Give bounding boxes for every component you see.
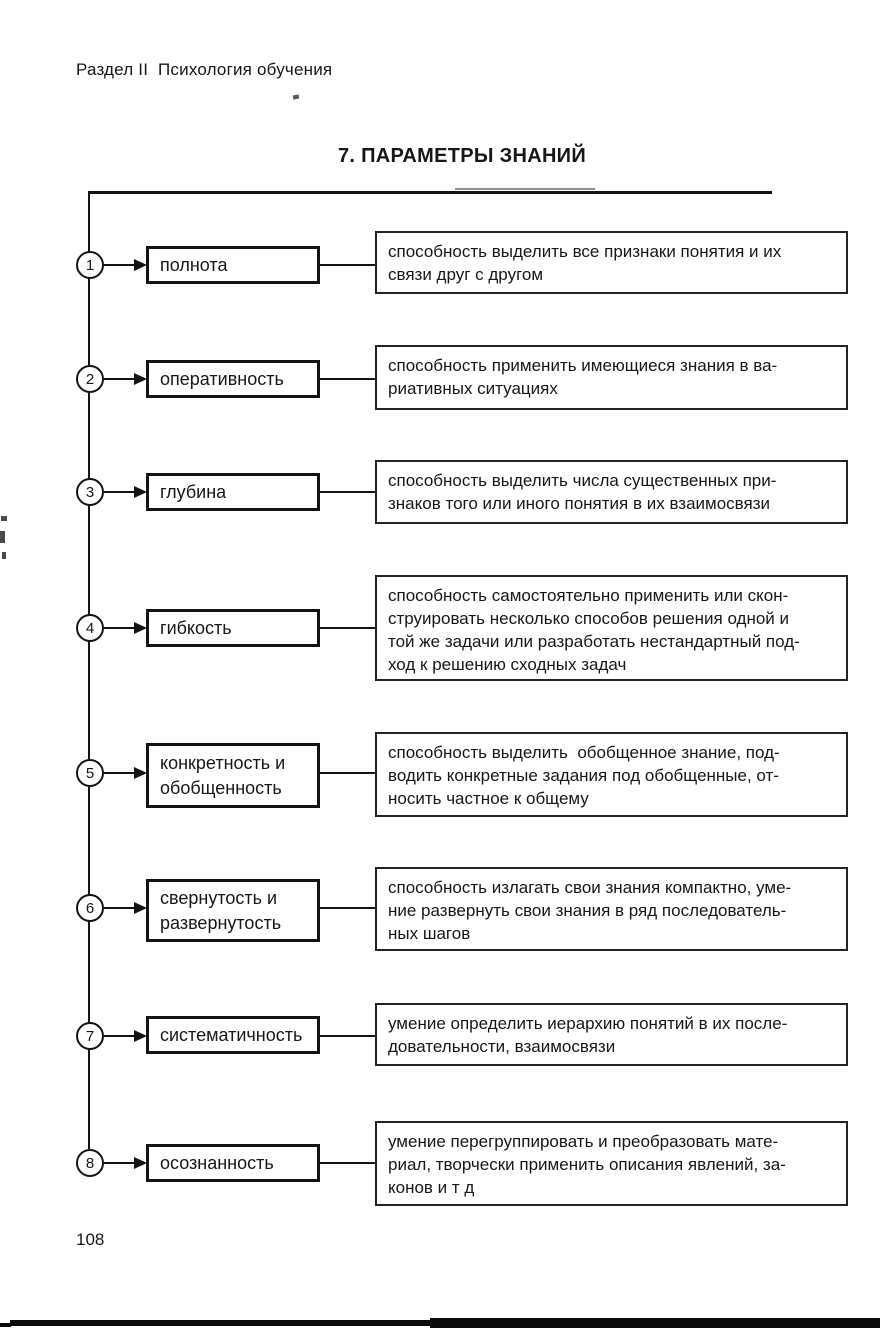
arrow-line [104, 627, 140, 629]
connector-line [320, 627, 375, 629]
arrowhead-icon [134, 1157, 147, 1169]
parameter-label-box: гибкость [146, 609, 320, 647]
parameter-label-box: полнота [146, 246, 320, 284]
connector-line [320, 491, 375, 493]
parameter-description-box: умение определить иерархию понятий в их … [375, 1003, 848, 1066]
arrow-line [104, 772, 140, 774]
parameter-label-box: систематичность [146, 1016, 320, 1054]
parameter-label-box: свернутость и развернутость [146, 879, 320, 942]
arrowhead-icon [134, 622, 147, 634]
scan-speck [1, 516, 7, 521]
arrow-line [104, 1162, 140, 1164]
scan-speck [0, 531, 5, 543]
arrow-line [104, 907, 140, 909]
step-number-circle: 2 [76, 365, 104, 393]
arrow-line [104, 378, 140, 380]
parameter-description-box: способность самостоятельно применить или… [375, 575, 848, 681]
parameter-label-box: конкретность и обобщенность [146, 743, 320, 808]
connector-line [320, 1162, 375, 1164]
arrowhead-icon [134, 1030, 147, 1042]
parameter-description-box: способность выделить обобщенное знание, … [375, 732, 848, 817]
arrow-line [104, 1035, 140, 1037]
scan-speck [292, 94, 300, 100]
parameter-description-box: способность выделить все признаки поняти… [375, 231, 848, 294]
step-number-circle: 8 [76, 1149, 104, 1177]
parameter-description-box: способность применить имеющиеся знания в… [375, 345, 848, 410]
scan-speck [2, 552, 6, 559]
scan-line-artifact [455, 188, 595, 190]
parameter-description-box: способность излагать свои знания компакт… [375, 867, 848, 951]
connector-line [320, 264, 375, 266]
arrowhead-icon [134, 767, 147, 779]
connector-line [320, 772, 375, 774]
parameter-label-box: оперативность [146, 360, 320, 398]
step-number-circle: 6 [76, 894, 104, 922]
connector-line [320, 1035, 375, 1037]
arrow-line [104, 491, 140, 493]
step-number-circle: 4 [76, 614, 104, 642]
diagram-spine-line [88, 191, 90, 1149]
running-header: Раздел II Психология обучения [76, 60, 333, 79]
arrowhead-icon [134, 259, 147, 271]
parameter-label-box: глубина [146, 473, 320, 511]
parameter-label-box: осознанность [146, 1144, 320, 1182]
scan-edge-bar [430, 1318, 880, 1328]
scan-edge-bar [0, 1323, 11, 1327]
arrowhead-icon [134, 373, 147, 385]
arrowhead-icon [134, 486, 147, 498]
diagram-top-line [88, 191, 772, 194]
connector-line [320, 907, 375, 909]
step-number-circle: 1 [76, 251, 104, 279]
parameter-description-box: способность выделить числа существенных … [375, 460, 848, 524]
step-number-circle: 5 [76, 759, 104, 787]
arrow-line [104, 264, 140, 266]
arrowhead-icon [134, 902, 147, 914]
connector-line [320, 378, 375, 380]
page-title: 7. ПАРАМЕТРЫ ЗНАНИЙ [337, 145, 587, 167]
step-number-circle: 7 [76, 1022, 104, 1050]
step-number-circle: 3 [76, 478, 104, 506]
page-number: 108 [76, 1230, 105, 1249]
parameter-description-box: умение перегруппировать и преобразовать … [375, 1121, 848, 1206]
